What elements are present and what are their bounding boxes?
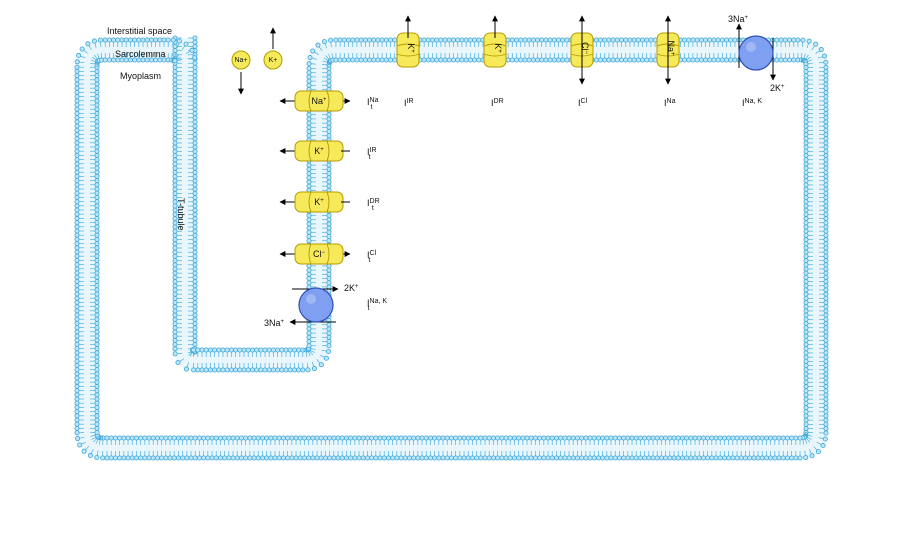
- surface-pump-in-label: 2K+: [770, 83, 785, 93]
- surface-channel-ion-3: Na+: [666, 40, 676, 56]
- tubule-channel-ion-2: K+: [314, 197, 324, 207]
- surface-channel-ion-0: K+: [406, 43, 416, 53]
- tubule-pump-in-label: 2K+: [344, 283, 359, 293]
- tubule-cl-channel-3: [294, 243, 344, 265]
- surface-na-k-pump: [738, 35, 774, 71]
- tubule-na-channel-0: [294, 90, 344, 112]
- sarcolemma-label: Sarcolemma: [115, 49, 166, 59]
- tubule-k-channel-1: [294, 140, 344, 162]
- tubule-channel-ion-3: Cl−: [313, 249, 326, 259]
- myoplasm-label: Myoplasm: [120, 71, 161, 81]
- tubule-k-channel-2: [294, 191, 344, 213]
- surface-current-2: ICl: [578, 98, 588, 109]
- free-k-text: K+: [269, 57, 278, 64]
- surface-current-1: IDR: [491, 98, 504, 109]
- free-na-text: Na+: [234, 57, 247, 64]
- t-tubule-label: T-tubule: [176, 198, 186, 231]
- surface-k-channel-0: [396, 32, 420, 68]
- tubule-na-k-pump: [298, 287, 334, 323]
- surface-pump-out-label: 3Na+: [728, 14, 749, 24]
- tubule-channel-ion-1: K+: [314, 146, 324, 156]
- bilayer-core: [77, 38, 826, 458]
- na-ion-icon: [231, 50, 251, 70]
- free-na-ion: Na+: [231, 50, 251, 95]
- surface-current-0: IIR: [404, 98, 414, 109]
- surface-current-3: INa: [664, 98, 676, 109]
- interstitial-space-label: Interstitial space: [107, 26, 172, 36]
- membrane-bilayer: [74, 35, 829, 461]
- surface-pump-current: INa, K: [742, 98, 762, 109]
- tubule-channel-ion-0: Na+: [311, 96, 327, 106]
- tubule-pump-out-label: 3Na+: [264, 318, 285, 328]
- surface-channel-ion-1: K+: [493, 43, 503, 53]
- k-ion-icon: [263, 50, 283, 70]
- free-k-ion: K+: [263, 27, 283, 70]
- surface-channel-ion-2: Cl−: [580, 42, 590, 55]
